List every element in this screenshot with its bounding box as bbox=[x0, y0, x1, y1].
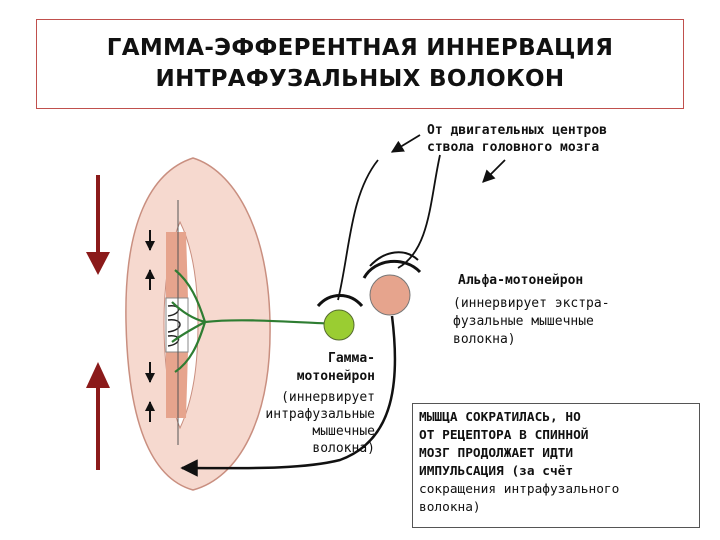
descending-pathways bbox=[337, 154, 441, 301]
title-line-2: ИНТРАФУЗАЛЬНЫХ ВОЛОКОН bbox=[155, 66, 565, 92]
alpha-synapse-1 bbox=[362, 259, 422, 279]
note-box: МЫШЦА СОКРАТИЛАСЬ, НО ОТ РЕЦЕПТОРА В СПИ… bbox=[412, 403, 700, 528]
gamma-label-name-1: Гамма- bbox=[328, 351, 375, 366]
brainstem-label-2: ствола головного мозга bbox=[427, 140, 600, 155]
alpha-label-desc-2: фузальные мышечные bbox=[453, 314, 594, 329]
title-line-1: ГАММА-ЭФФЕРЕНТНАЯ ИННЕРВАЦИЯ bbox=[106, 35, 614, 61]
alpha-label-name: Альфа-мотонейрон bbox=[458, 273, 584, 288]
gamma-label-desc-3: мышечные bbox=[312, 424, 375, 439]
alpha-motoneuron-body bbox=[369, 274, 411, 316]
alpha-synapse-2 bbox=[369, 251, 419, 267]
intrafusal-fiber bbox=[165, 232, 189, 418]
alpha-label-desc-1: (иннервирует экстра- bbox=[453, 296, 610, 311]
input-arrow-2 bbox=[482, 159, 506, 183]
note-line-4: ИМПУЛЬСАЦИЯ (за счёт bbox=[419, 463, 693, 481]
note-line-5: сокращения интрафузального bbox=[419, 482, 620, 497]
title-box: ГАММА-ЭФФЕРЕНТНАЯ ИННЕРВАЦИЯ ИНТРАФУЗАЛЬ… bbox=[36, 19, 684, 109]
note-line-2: ОТ РЕЦЕПТОРА В СПИННОЙ bbox=[419, 428, 589, 443]
note-line-3: МОЗГ ПРОДОЛЖАЕТ ИДТИ bbox=[419, 446, 574, 461]
gamma-label-desc-1: (иннервирует bbox=[281, 390, 375, 405]
gamma-motoneuron-body bbox=[323, 309, 355, 341]
alpha-efferent bbox=[180, 315, 397, 477]
note-line-4-bold: ИМПУЛЬСАЦИЯ (за счёт bbox=[419, 464, 574, 479]
red-arrow-down bbox=[86, 175, 110, 275]
alpha-label-desc-3: волокна) bbox=[453, 332, 516, 347]
note-line-6: волокна) bbox=[419, 500, 481, 515]
red-arrow-up bbox=[86, 362, 110, 470]
gamma-synapse bbox=[316, 294, 364, 308]
note-line-1: МЫШЦА СОКРАТИЛАСЬ, НО bbox=[419, 410, 581, 425]
input-arrow-1 bbox=[390, 134, 421, 153]
gamma-label-desc-4: волокна) bbox=[312, 441, 375, 456]
gamma-label-desc-2: интрафузальные bbox=[265, 407, 375, 422]
gamma-label-name-2: мотонейрон bbox=[296, 369, 375, 384]
gamma-fibers bbox=[171, 269, 339, 373]
brainstem-label-1: От двигательных центров bbox=[427, 123, 608, 138]
